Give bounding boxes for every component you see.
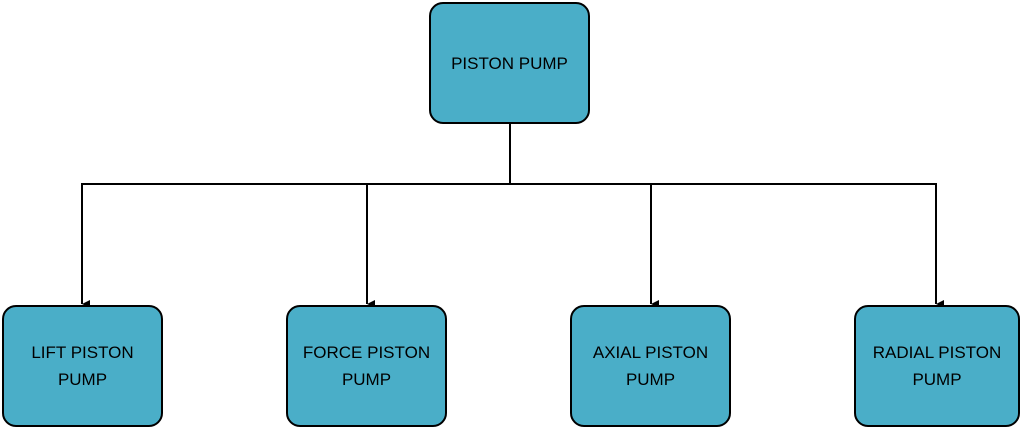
axial-node-label: AXIAL PISTON PUMP xyxy=(592,343,709,389)
root-node-piston-pump: PISTON PUMP xyxy=(429,2,590,124)
root-node-label: PISTON PUMP xyxy=(451,53,568,73)
child-node-radial-piston-pump: RADIAL PISTON PUMP xyxy=(854,305,1020,427)
child-node-force-piston-pump: FORCE PISTON PUMP xyxy=(286,305,447,427)
lift-node-label: LIFT PISTON PUMP xyxy=(31,343,134,389)
child-node-axial-piston-pump: AXIAL PISTON PUMP xyxy=(570,305,731,427)
force-node-label: FORCE PISTON PUMP xyxy=(302,343,431,389)
child-node-lift-piston-pump: LIFT PISTON PUMP xyxy=(2,305,163,427)
radial-node-label: RADIAL PISTON PUMP xyxy=(872,343,1002,389)
